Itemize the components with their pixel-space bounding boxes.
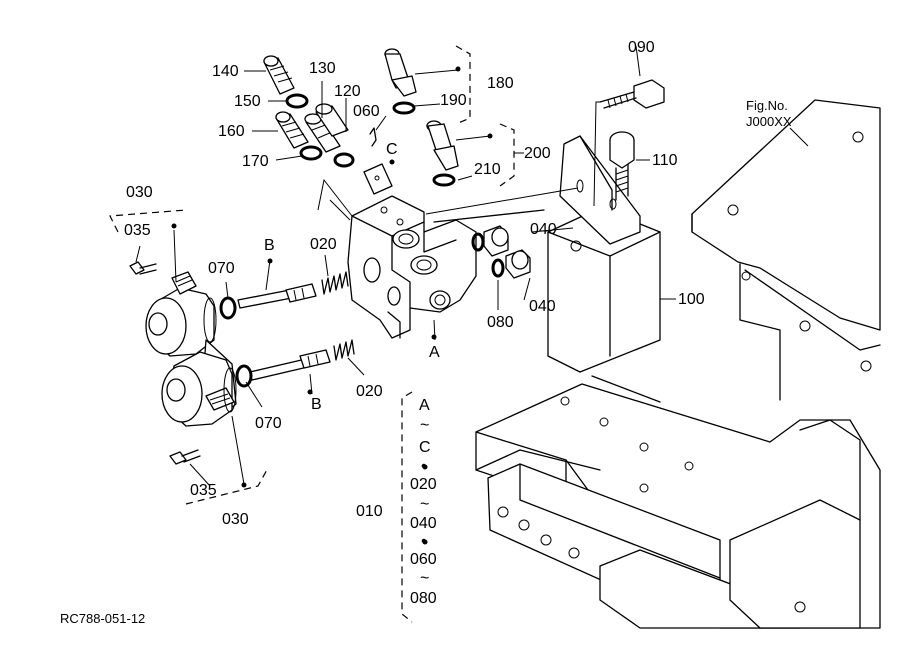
bolt-035-upper xyxy=(129,261,157,275)
elbow-fitting-180 xyxy=(384,48,417,115)
part-label-030-upper: 030 xyxy=(126,184,153,201)
part-label-035-upper: 035 xyxy=(124,222,151,239)
part-label-020-upper: 020 xyxy=(310,236,337,253)
part-label-030-lower: 030 xyxy=(222,511,249,528)
fitting-140 xyxy=(263,55,309,109)
spring-020-lower xyxy=(333,339,355,361)
fitting-040-upper xyxy=(471,225,509,257)
part-label-040-upper: 040 xyxy=(530,221,557,238)
part-label-120: 120 xyxy=(334,83,361,100)
part-label-150: 150 xyxy=(234,93,261,110)
part-label-210: 210 xyxy=(474,161,501,178)
range-line-2: C xyxy=(419,439,431,456)
range-line-1: ~ xyxy=(420,417,430,434)
drawing-code: RC788-051-12 xyxy=(60,611,146,626)
part-label-070-lower: 070 xyxy=(255,415,282,432)
part-label-a: A xyxy=(429,344,440,361)
solenoid-030-upper xyxy=(145,271,217,357)
fitting-160 xyxy=(275,111,323,161)
bolt-035-lower xyxy=(169,449,201,465)
part-label-035-lower: 035 xyxy=(190,482,217,499)
solenoid-030-lower xyxy=(161,339,237,427)
part-label-090: 090 xyxy=(628,39,655,56)
part-label-020-lower: 020 xyxy=(356,383,383,400)
reference-dots xyxy=(171,66,493,545)
range-line-5: ~ xyxy=(420,496,430,513)
pin-060 xyxy=(369,127,377,147)
part-label-c-upper: C xyxy=(386,141,398,158)
range-number-010: 010 xyxy=(356,503,383,520)
bracket-100 xyxy=(547,135,661,403)
part-label-100: 100 xyxy=(678,291,705,308)
part-label-060: 060 xyxy=(353,103,380,120)
part-label-170: 170 xyxy=(242,153,269,170)
part-label-b-upper: B xyxy=(264,237,275,254)
bolt-090 xyxy=(599,79,665,109)
fig-number-code: J000XX xyxy=(746,114,792,129)
spring-020-upper xyxy=(321,271,349,295)
fitting-120 xyxy=(315,103,349,137)
elbow-fitting-200 xyxy=(426,120,459,187)
range-line-7: • xyxy=(421,533,427,550)
fig-number-label: Fig.No. xyxy=(746,98,788,113)
frame-beam xyxy=(487,419,861,629)
range-line-6: 040 xyxy=(410,515,437,532)
part-label-140: 140 xyxy=(212,63,239,80)
part-label-190: 190 xyxy=(440,92,467,109)
fitting-040-lower xyxy=(491,249,531,279)
range-line-4: 020 xyxy=(410,476,437,493)
part-label-110: 110 xyxy=(652,152,678,169)
plate-c xyxy=(363,163,393,195)
spool-b-lower xyxy=(235,349,331,388)
leader-lines xyxy=(135,45,809,487)
range-line-10: 080 xyxy=(410,590,437,607)
frame-plate xyxy=(691,99,881,401)
part-label-180: 180 xyxy=(487,75,514,92)
fitting-130 xyxy=(304,113,355,168)
part-label-070-upper: 070 xyxy=(208,260,235,277)
range-line-8: 060 xyxy=(410,551,437,568)
part-label-080: 080 xyxy=(487,314,514,331)
spool-b-upper xyxy=(219,283,317,320)
part-label-200: 200 xyxy=(524,145,551,162)
range-line-9: ~ xyxy=(420,570,430,587)
part-label-b-lower: B xyxy=(311,396,322,413)
range-line-3: • xyxy=(421,458,427,475)
valve-body xyxy=(347,195,477,339)
bolt-110 xyxy=(609,131,635,201)
range-line-0: A xyxy=(419,397,430,414)
part-label-160: 160 xyxy=(218,123,245,140)
part-label-040-lower: 040 xyxy=(529,298,556,315)
part-label-130: 130 xyxy=(309,60,336,77)
